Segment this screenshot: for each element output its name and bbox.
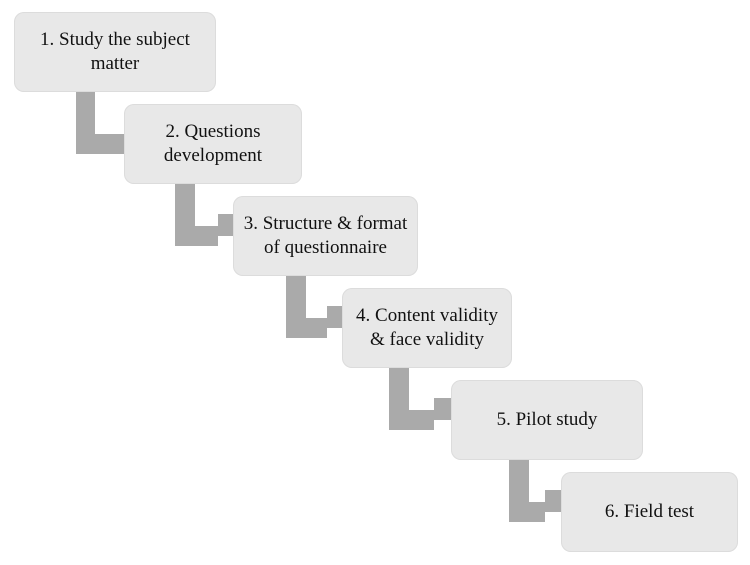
step-2-box: 2. Questions development — [124, 104, 302, 184]
step-1-box: 1. Study the subject matter — [14, 12, 216, 92]
step-4-box: 4. Content validity & face validity — [342, 288, 512, 368]
arrow-step3-to-step4 — [286, 276, 343, 338]
step-6-box: 6. Field test — [561, 472, 738, 552]
step-5-label: 5. Pilot study — [496, 409, 598, 430]
step-3-box: 3. Structure & format of questionnaire — [233, 196, 418, 276]
arrow-step4-to-step5 — [389, 368, 451, 430]
step-4-label: 4. Content validity & face validity — [356, 305, 498, 350]
arrow-step1-to-step2 — [76, 92, 124, 154]
step-6-label: 6. Field test — [604, 501, 695, 522]
step-2-label: 2. Questions development — [163, 121, 263, 166]
step-5-box: 5. Pilot study — [451, 380, 643, 460]
step-3-label: 3. Structure & format of questionnaire — [243, 213, 408, 258]
arrow-step5-to-step6 — [509, 460, 562, 522]
step-1-label: 1. Study the subject matter — [40, 29, 190, 74]
arrow-step2-to-step3 — [175, 184, 234, 246]
